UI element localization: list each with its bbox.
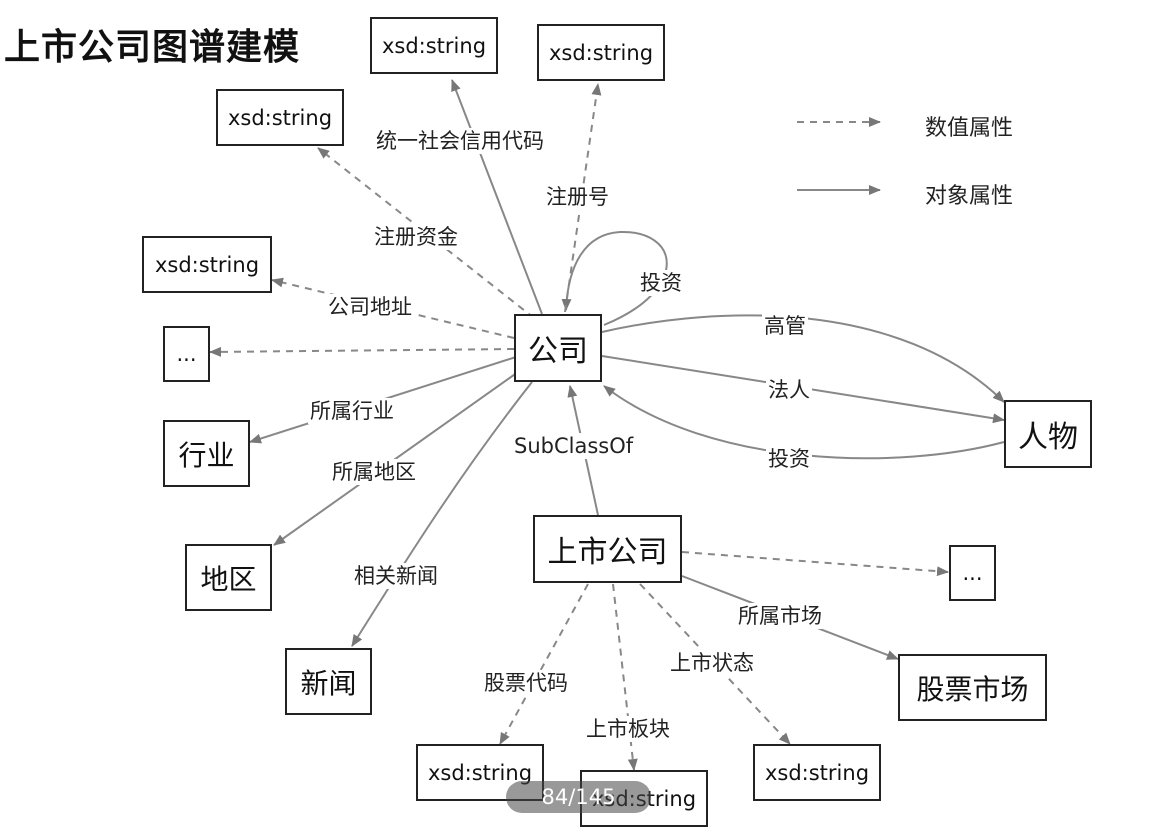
node-xsd-top-left: xsd:string: [370, 17, 498, 74]
edge-address: [271, 277, 515, 339]
edge-credit-code: [451, 79, 543, 315]
edge-label-market: 所属市场: [736, 603, 824, 629]
edge-label-industry: 所属行业: [308, 398, 396, 424]
edge-label-invest-self: 投资: [638, 270, 684, 296]
node-ellipsis-right: ...: [949, 545, 996, 601]
edge-label-reg-no: 注册号: [544, 184, 611, 210]
node-person: 人物: [1004, 400, 1092, 468]
edge-label-invest-person: 投资: [766, 446, 812, 472]
node-xsd-left: xsd:string: [142, 236, 272, 293]
edge-ellipsis-right: [681, 551, 949, 577]
edge-label-board: 上市板块: [584, 716, 672, 742]
edge-label-region: 所属地区: [330, 459, 418, 485]
edge-executive: [601, 314, 1005, 403]
page-indicator[interactable]: 84/145: [506, 781, 651, 813]
legend-data-property: 数值属性: [925, 116, 1014, 141]
node-xsd-bottom-right: xsd:string: [753, 744, 881, 801]
edge-label-executive: 高管: [762, 313, 808, 339]
edge-label-credit-code: 统一社会信用代码: [374, 128, 546, 154]
edge-label-status: 上市状态: [668, 650, 756, 676]
node-news: 新闻: [285, 648, 372, 715]
node-region: 地区: [185, 544, 272, 611]
node-xsd-top-mid: xsd:string: [537, 24, 665, 81]
node-xsd-top-right: xsd:string: [216, 89, 344, 146]
edge-label-subclass: SubClassOf: [512, 433, 636, 459]
edge-ellipsis-left: [209, 346, 515, 357]
node-ellipsis-left: ...: [163, 326, 210, 382]
edge-stock-code: [499, 583, 589, 745]
node-company: 公司: [514, 314, 602, 382]
node-industry: 行业: [163, 420, 250, 487]
legend-object-property: 对象属性: [925, 184, 1014, 209]
edge-news: [351, 381, 533, 647]
edge-label-legal-person: 法人: [766, 377, 812, 403]
edge-label-news: 相关新闻: [352, 563, 440, 589]
edge-label-address: 公司地址: [326, 294, 414, 320]
page-title: 上市公司图谱建模: [4, 27, 301, 68]
edge-board: [612, 583, 638, 771]
edge-label-reg-capital: 注册资金: [372, 224, 460, 250]
node-listed-company: 上市公司: [533, 515, 682, 583]
node-stock-market: 股票市场: [898, 654, 1047, 721]
edge-reg-capital: [317, 147, 535, 319]
edge-region: [273, 371, 519, 546]
edge-label-stock-code: 股票代码: [482, 670, 570, 696]
